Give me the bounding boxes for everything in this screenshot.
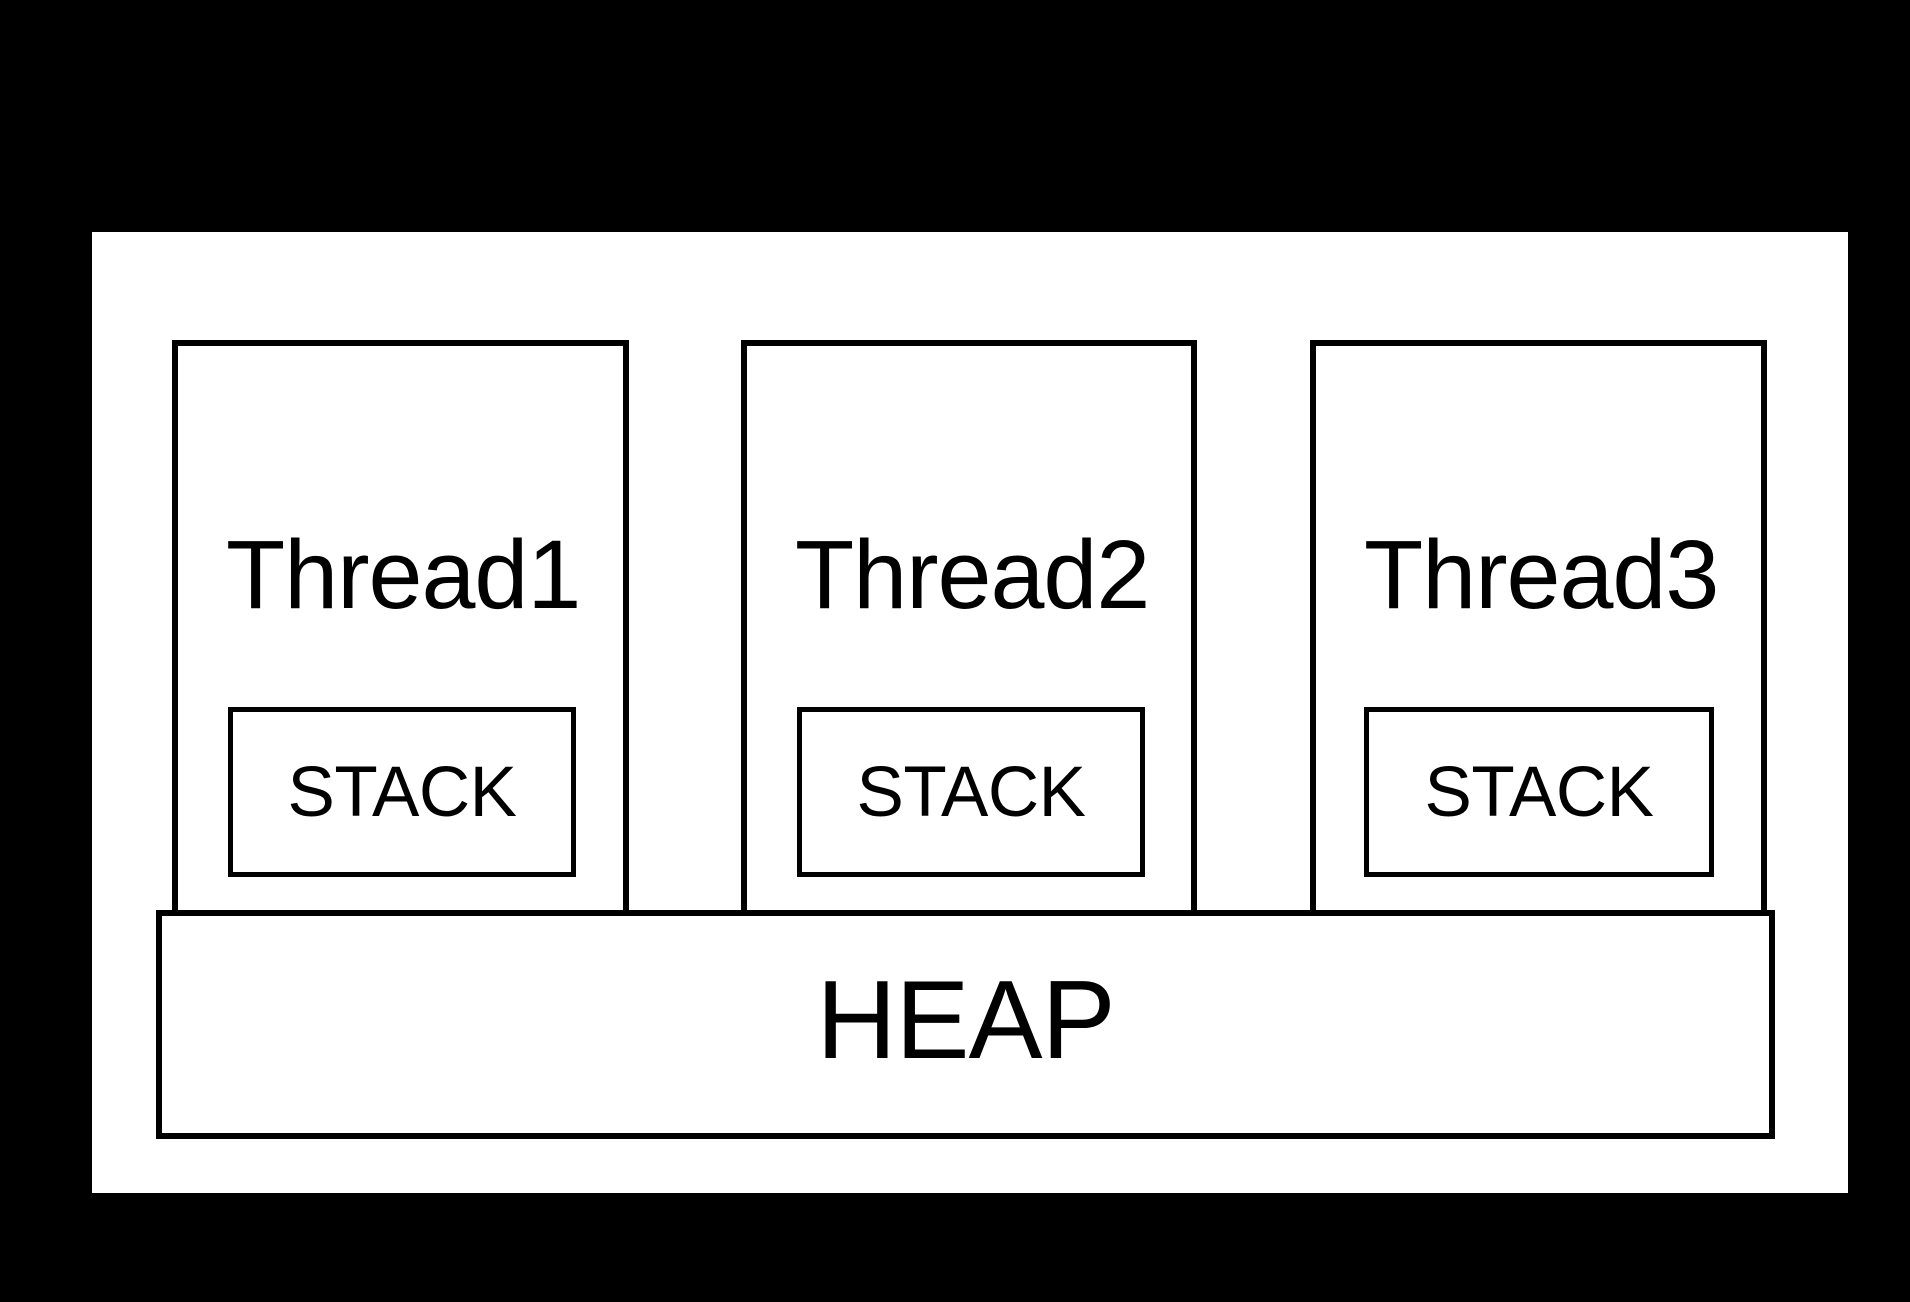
thread-label-1: Thread1: [226, 520, 581, 629]
thread-box-3: Thread3 STACK: [1310, 340, 1767, 1018]
thread-box-2: Thread2 STACK: [741, 340, 1197, 1018]
stack-box-1: STACK: [228, 707, 576, 877]
diagram-panel: Thread1 STACK Thread2 STACK Thread3 STAC…: [92, 232, 1848, 1193]
stack-box-3: STACK: [1364, 707, 1714, 877]
stack-label-3: STACK: [1424, 752, 1654, 832]
stack-box-2: STACK: [797, 707, 1145, 877]
thread-box-1: Thread1 STACK: [172, 340, 629, 1018]
stack-label-1: STACK: [287, 752, 517, 832]
thread-label-2: Thread2: [795, 520, 1150, 629]
heap-label: HEAP: [816, 958, 1115, 1082]
stack-label-2: STACK: [856, 752, 1086, 832]
thread-label-3: Thread3: [1364, 520, 1719, 629]
heap-box: HEAP: [156, 910, 1775, 1139]
